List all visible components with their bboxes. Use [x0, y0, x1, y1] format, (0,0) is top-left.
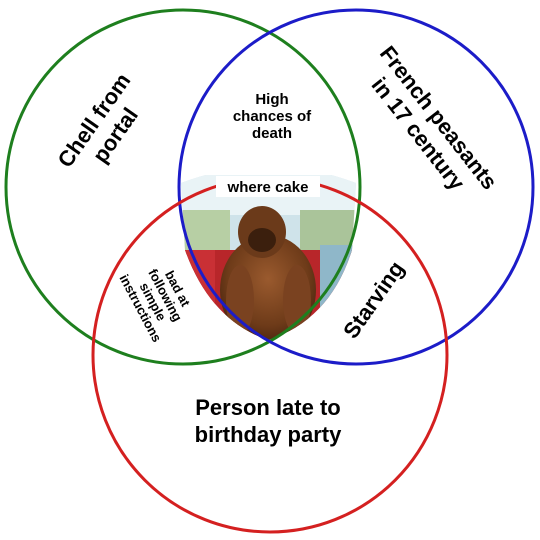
svg-text:High: High	[255, 91, 288, 108]
right-circle	[177, 8, 535, 366]
svg-text:where cake: where cake	[227, 179, 309, 196]
left-right-overlap-label: High chances of death	[233, 91, 312, 142]
left-circle	[4, 8, 362, 366]
right-bottom-overlap-label: Starving	[338, 256, 409, 342]
left-bottom-overlap-label: bad at following simple instructions	[116, 266, 193, 344]
left-circle-label: Chell from portal	[53, 69, 144, 172]
center-photo	[181, 175, 356, 340]
svg-text:death: death	[252, 125, 292, 142]
center-caption: where cake	[216, 176, 320, 197]
svg-text:Starving: Starving	[338, 256, 409, 342]
svg-text:chances of: chances of	[233, 108, 312, 125]
svg-text:Person late to: Person late to	[195, 395, 340, 420]
svg-text:birthday party: birthday party	[195, 422, 342, 447]
bottom-circle-label: Person late to birthday party	[195, 395, 342, 447]
right-circle-label: French peasants in 17 century	[367, 41, 503, 195]
